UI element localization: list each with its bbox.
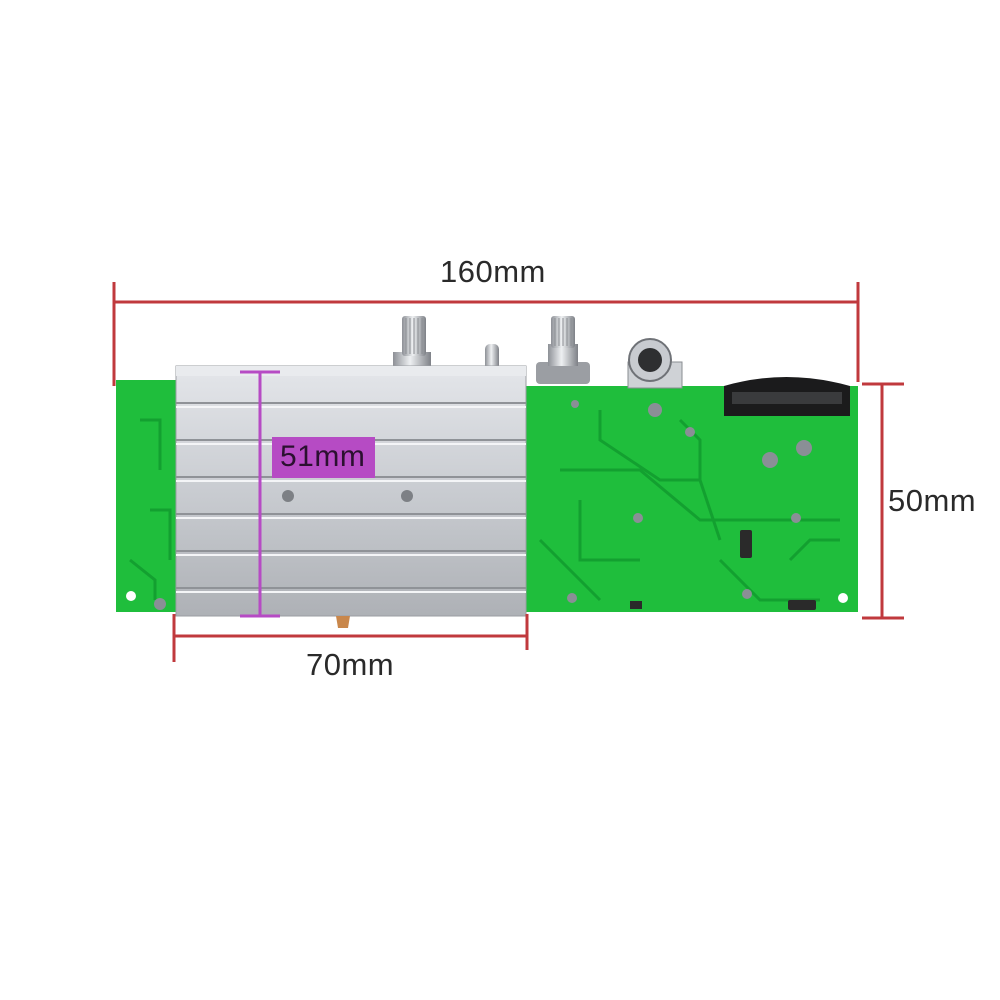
dimension-heatsink-width — [172, 614, 529, 662]
board-height-label: 50mm — [888, 483, 977, 518]
pcb-board — [116, 380, 858, 612]
dimension-overall-length — [112, 282, 860, 386]
heatsink-height-label: 51mm — [272, 437, 376, 478]
overall-length-label: 160mm — [440, 254, 546, 289]
heatsink-width-label: 70mm — [306, 647, 395, 682]
dimension-board-height — [862, 382, 904, 620]
heatsink — [175, 365, 527, 628]
volume-knob-right — [536, 316, 590, 384]
dimension-heatsink-height — [240, 370, 280, 618]
pcb-connectors — [627, 338, 850, 416]
volume-knob-left — [393, 316, 431, 372]
